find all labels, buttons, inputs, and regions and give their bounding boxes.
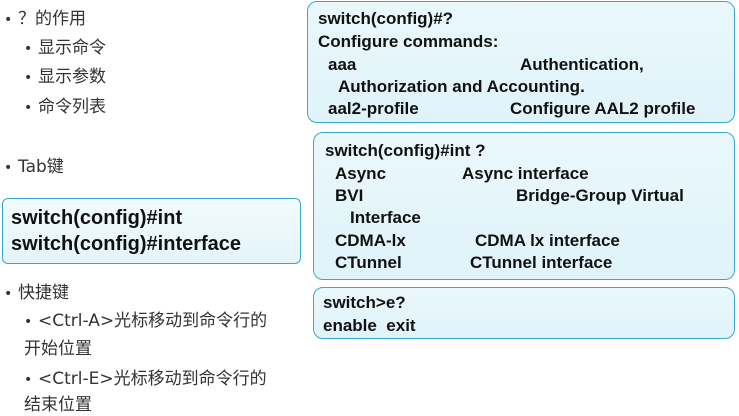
bullet-icon: • xyxy=(4,286,13,302)
cli-interface-desc: CTunnel interface xyxy=(470,253,613,272)
cli-prompt-line: switch(config)#? xyxy=(318,9,454,28)
partial-command-box: switch>e? enable exit xyxy=(313,287,735,339)
help-question-heading: •？的作用 xyxy=(4,9,86,29)
cli-interface-name: CDMA-lx xyxy=(335,231,406,250)
cli-interface-desc: Async interface xyxy=(462,164,589,183)
tab-completion-example-box: switch(config)#int switch(config)#interf… xyxy=(2,198,301,264)
cli-prompt-line: switch>e? xyxy=(323,293,406,312)
cli-interface-desc: Bridge-Group Virtual xyxy=(516,186,684,205)
tab-example-line-1: switch(config)#int xyxy=(11,207,183,229)
shortcut-ctrl-a-line-1: •<Ctrl-A>光标移动到命令行的 xyxy=(24,311,268,331)
cli-interface-name: BVI xyxy=(335,186,364,205)
cli-interface-name: Async xyxy=(335,164,387,183)
cli-command-desc: Configure AAL2 profile xyxy=(510,99,696,118)
help-output-box: switch(config)#? Configure commands: aaa… xyxy=(307,1,735,123)
cli-command-desc-cont: Authorization and Accounting. xyxy=(338,77,585,96)
help-item-command-list: •命令列表 xyxy=(24,97,106,117)
shortcut-heading: •快捷键 xyxy=(4,283,69,303)
cli-command-name: aal2-profile xyxy=(328,99,419,118)
bullet-icon: • xyxy=(24,314,33,330)
help-item-show-params: •显示参数 xyxy=(24,67,106,87)
cli-interface-desc: CDMA lx interface xyxy=(475,231,620,250)
tab-example-line-2: switch(config)#interface xyxy=(11,233,242,255)
bullet-icon: • xyxy=(24,100,33,116)
bullet-icon: • xyxy=(24,70,33,86)
bullet-icon: • xyxy=(24,41,33,57)
cli-output-line: Configure commands: xyxy=(318,32,499,51)
cli-interface-name: CTunnel xyxy=(335,253,402,272)
cli-output-line: enable exit xyxy=(323,316,416,335)
shortcut-ctrl-a-line-2: 开始位置 xyxy=(24,339,92,359)
bullet-icon: • xyxy=(4,12,13,28)
cli-command-name: aaa xyxy=(328,55,357,74)
shortcut-ctrl-e-line-2: 结束位置 xyxy=(24,395,92,415)
cli-command-desc: Authentication, xyxy=(520,55,644,74)
bullet-icon: • xyxy=(24,372,33,388)
cli-interface-desc-cont: Interface xyxy=(350,208,421,227)
help-item-show-commands: •显示命令 xyxy=(24,38,106,58)
shortcut-ctrl-e-line-1: •<Ctrl-E>光标移动到命令行的 xyxy=(24,369,267,389)
int-help-output-box: switch(config)#int ? Async Async interfa… xyxy=(313,132,735,280)
cli-prompt-line: switch(config)#int ? xyxy=(325,141,486,160)
tab-key-heading: •Tab键 xyxy=(4,157,64,177)
bullet-icon: • xyxy=(4,160,13,176)
